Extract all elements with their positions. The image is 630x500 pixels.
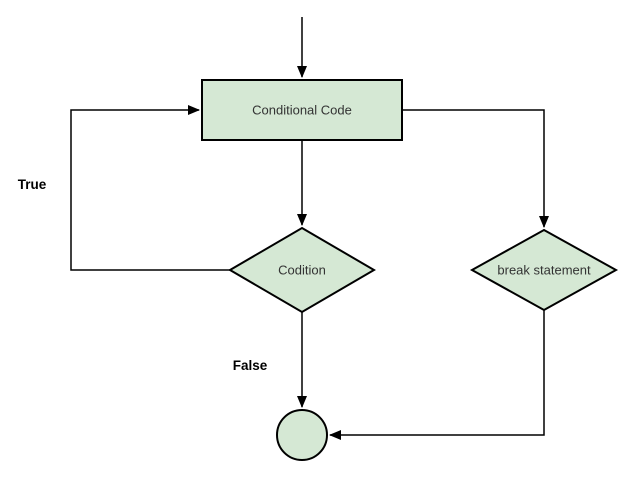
edge-label-false: False [233, 358, 268, 373]
edge-conditional-to-break [402, 109, 549, 228]
node-condition: Codition [228, 226, 376, 314]
terminator-circle [276, 409, 328, 461]
edge-condition-true-loop [70, 105, 230, 271]
node-terminator [276, 409, 328, 461]
conditional-code-rectangle [201, 79, 403, 141]
node-break-statement: break statement [469, 228, 619, 312]
edges [70, 17, 549, 440]
condition-diamond [228, 226, 376, 314]
edge-label-true: True [18, 177, 47, 192]
conditional-code-label: Conditional Code [252, 103, 352, 118]
node-conditional-code: Conditional Code [201, 79, 403, 141]
condition-label: Codition [278, 263, 326, 278]
break-statement-label: break statement [497, 263, 591, 278]
edge-break-to-terminator [329, 310, 545, 440]
break-statement-diamond [469, 228, 619, 312]
